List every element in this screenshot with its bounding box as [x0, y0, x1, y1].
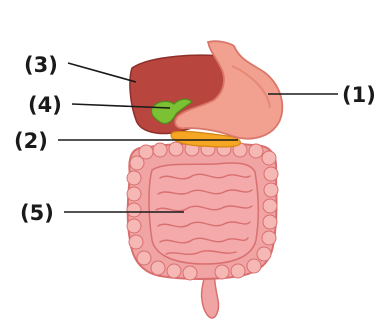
label-gallbladder: (4)	[28, 93, 62, 117]
label-small-intestine: (5)	[20, 201, 54, 225]
label-stomach: (1)	[342, 83, 376, 107]
leader-line-3	[68, 63, 136, 82]
label-liver: (3)	[24, 53, 58, 77]
small-intestine	[149, 163, 258, 264]
label-pancreas: (2)	[14, 129, 48, 153]
